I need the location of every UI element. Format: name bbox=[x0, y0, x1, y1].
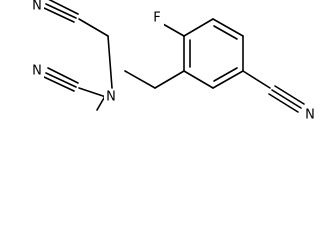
bond-ring-methylene bbox=[154, 70, 185, 89]
bond-amine-up bbox=[107, 35, 113, 89]
bond-ring-fluorine bbox=[162, 23, 185, 37]
triple-bond-aryl bbox=[268, 85, 305, 113]
nitrile-nitrogen-aryl-label: N bbox=[305, 108, 315, 123]
triple-bond-lower-b bbox=[47, 67, 79, 84]
ring-bond-c4-c5 bbox=[212, 70, 244, 89]
triple-bond-aryl-c bbox=[268, 93, 299, 113]
ring-bond-c4-c5-inner bbox=[213, 67, 238, 82]
bond-amine-ch2-lower bbox=[78, 87, 107, 98]
ring-bond-c2-c3-inner bbox=[213, 25, 238, 40]
atom-nitrile-nitrogen-lower: N bbox=[30, 63, 44, 79]
bond-methylene-amine bbox=[124, 70, 156, 89]
triple-bond-lower bbox=[43, 67, 79, 92]
triple-bond-upper bbox=[43, 0, 79, 23]
bond-ch2-nitrile-upper bbox=[78, 18, 109, 37]
amine-nitrogen-label: N bbox=[106, 90, 116, 105]
chemical-structure-diagram: F N N N N bbox=[30, 0, 317, 123]
triple-bond-aryl-a bbox=[271, 89, 302, 109]
triple-bond-upper-b bbox=[48, 0, 79, 15]
atom-fluorine: F bbox=[150, 10, 164, 26]
triple-bond-lower-c bbox=[43, 76, 75, 92]
triple-bond-lower-a bbox=[45, 72, 77, 88]
nitrile-nitrogen-upper-label: N bbox=[32, 0, 42, 14]
triple-bond-aryl-b bbox=[274, 85, 305, 105]
atom-nitrile-nitrogen-aryl: N bbox=[303, 107, 317, 123]
fluorine-label: F bbox=[153, 11, 160, 26]
bond-ring-nitrile-carbon bbox=[242, 70, 271, 89]
atom-nitrile-nitrogen-upper: N bbox=[30, 0, 44, 14]
ring-bond-c2-c3 bbox=[212, 18, 244, 37]
triple-bond-upper-c bbox=[43, 7, 75, 23]
triple-bond-upper-a bbox=[45, 3, 77, 19]
atom-amine-nitrogen: N bbox=[104, 89, 118, 105]
benzene-ring bbox=[183, 18, 244, 89]
ring-bond-c1-c2 bbox=[183, 18, 214, 37]
ring-bond-c5-c6 bbox=[183, 70, 214, 89]
nitrile-nitrogen-lower-label: N bbox=[32, 64, 42, 79]
